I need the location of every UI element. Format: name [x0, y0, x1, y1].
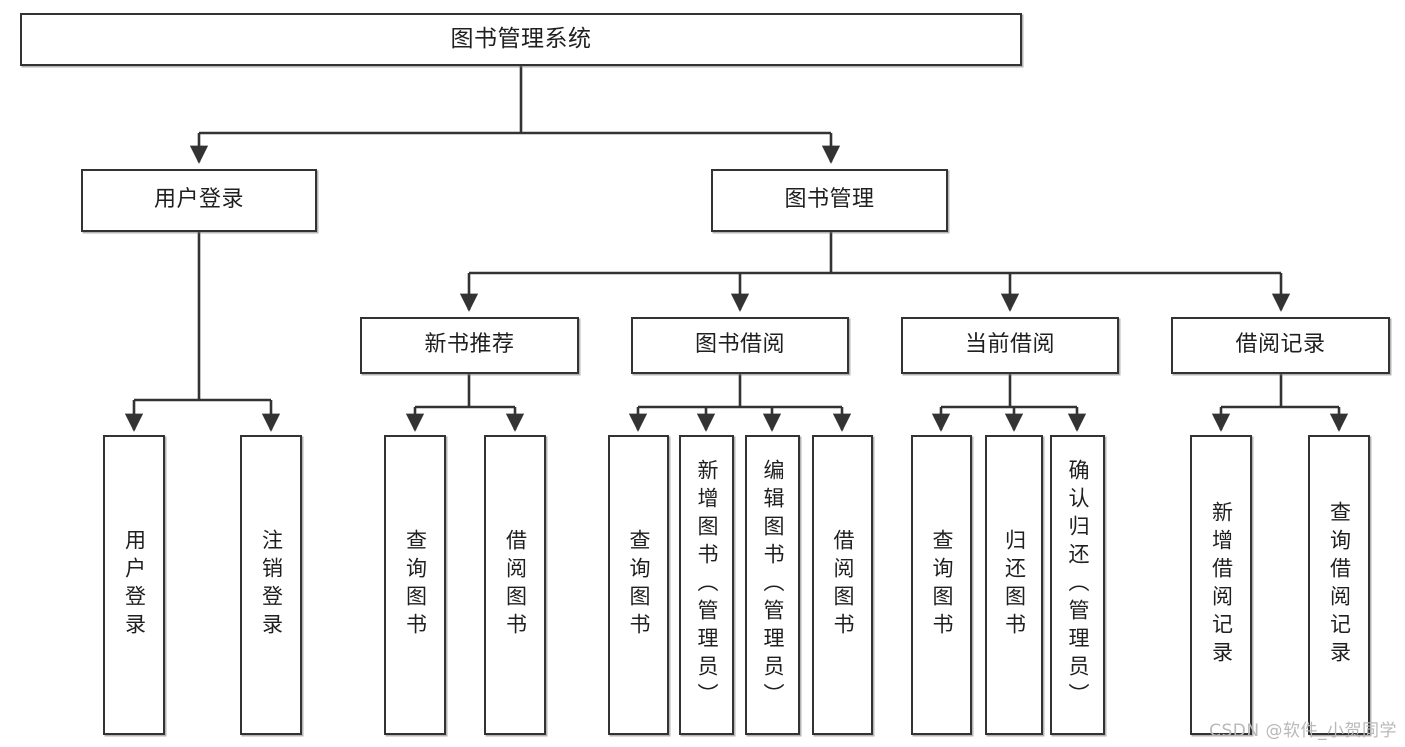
node-label: 图书借阅 — [694, 332, 785, 358]
node-leaf-return-book[interactable]: 归还图书 — [985, 435, 1043, 735]
node-label: 查询图书 — [627, 529, 651, 641]
node-leaf-logout[interactable]: 注销登录 — [240, 435, 302, 735]
node-leaf-borrow-book-1[interactable]: 借阅图书 — [484, 435, 546, 735]
node-leaf-edit-book[interactable]: 编辑图书（管理员） — [745, 435, 800, 735]
node-borrow-record[interactable]: 借阅记录 — [1171, 317, 1390, 374]
node-book-manage[interactable]: 图书管理 — [711, 169, 948, 232]
node-leaf-add-book[interactable]: 新增图书（管理员） — [679, 435, 734, 735]
node-leaf-user-login[interactable]: 用户登录 — [103, 435, 165, 735]
node-label: 编辑图书（管理员） — [761, 459, 785, 711]
node-new-book-recommend[interactable]: 新书推荐 — [360, 317, 579, 374]
node-label: 用户登录 — [122, 529, 147, 641]
node-label: 图书管理系统 — [450, 25, 592, 52]
node-leaf-query-book-1[interactable]: 查询图书 — [384, 435, 446, 735]
node-current-borrow[interactable]: 当前借阅 — [901, 317, 1119, 374]
node-label: 借阅图书 — [503, 529, 528, 641]
node-leaf-borrow-book-2[interactable]: 借阅图书 — [812, 435, 873, 735]
node-leaf-query-book-2[interactable]: 查询图书 — [608, 435, 669, 735]
node-leaf-query-record[interactable]: 查询借阅记录 — [1308, 435, 1370, 735]
node-leaf-confirm-return[interactable]: 确认归还（管理员） — [1050, 435, 1105, 735]
node-label: 新增借阅记录 — [1209, 501, 1234, 669]
node-label: 借阅图书 — [831, 529, 855, 641]
node-label: 借阅记录 — [1235, 332, 1326, 358]
node-label: 新增图书（管理员） — [695, 459, 719, 711]
node-leaf-query-book-3[interactable]: 查询图书 — [911, 435, 972, 735]
node-root-system[interactable]: 图书管理系统 — [20, 13, 1022, 66]
node-label: 查询图书 — [403, 529, 428, 641]
node-label: 注销登录 — [259, 529, 284, 641]
node-label: 归还图书 — [1002, 529, 1027, 641]
node-label: 新书推荐 — [424, 332, 515, 358]
csdn-watermark: CSDN @软件_小贺同学 — [1209, 721, 1397, 741]
node-label: 查询图书 — [930, 529, 954, 641]
node-leaf-add-record[interactable]: 新增借阅记录 — [1190, 435, 1252, 735]
node-label: 图书管理 — [784, 187, 875, 213]
node-label: 用户登录 — [153, 187, 244, 213]
node-label: 查询借阅记录 — [1327, 501, 1352, 669]
node-user-login[interactable]: 用户登录 — [81, 169, 317, 232]
node-label: 当前借阅 — [964, 332, 1055, 358]
node-label: 确认归还（管理员） — [1066, 459, 1090, 711]
node-book-borrow[interactable]: 图书借阅 — [631, 317, 849, 374]
